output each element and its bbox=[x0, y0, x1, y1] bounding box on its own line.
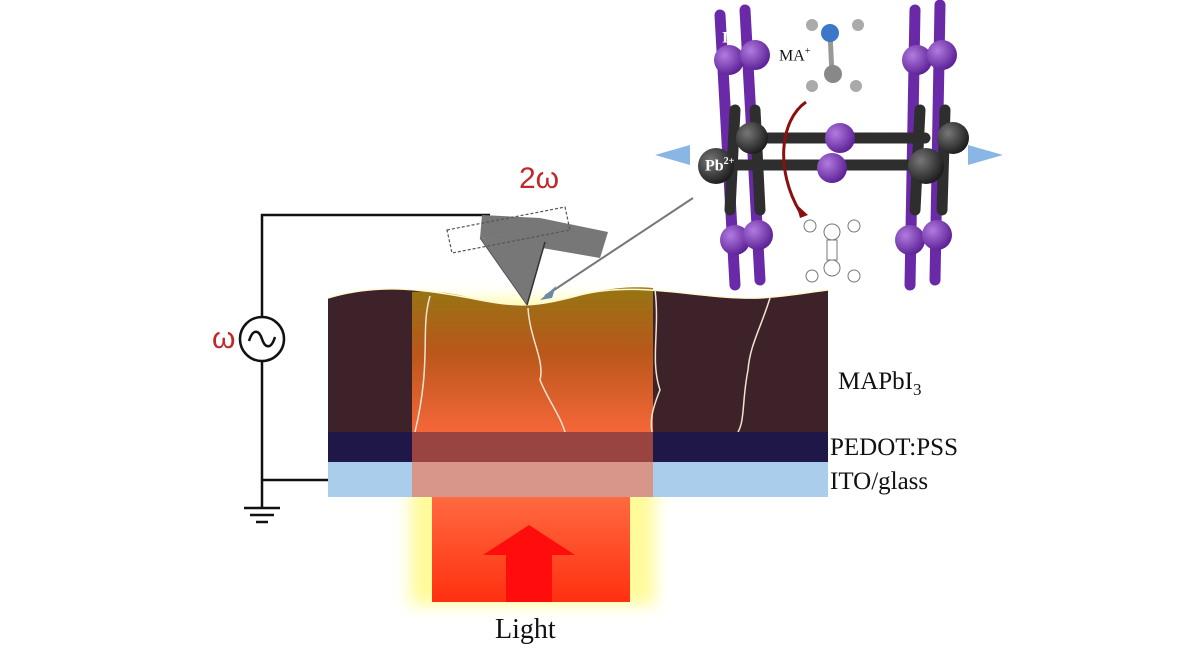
lead-superscript: 2+ bbox=[723, 156, 735, 167]
mapbi3-text: MAPbI bbox=[838, 368, 914, 395]
illuminated-region bbox=[412, 287, 653, 432]
mapbi3-subscript: 3 bbox=[913, 380, 922, 399]
two-omega-label: 2ω bbox=[519, 162, 560, 195]
ito-label: ITO/glass bbox=[830, 468, 929, 495]
light-label: Light bbox=[495, 614, 556, 645]
grain-boundaries bbox=[414, 289, 771, 433]
ground-icon bbox=[244, 506, 280, 524]
iodide-text: I bbox=[722, 29, 729, 47]
omega-label: ω bbox=[212, 322, 236, 355]
mapbi3-label: MAPbI3 bbox=[838, 368, 922, 400]
light-arrow-icon bbox=[483, 525, 575, 602]
afm-tip bbox=[446, 206, 608, 306]
lead-text: Pb bbox=[705, 157, 724, 175]
perovskite-crystal bbox=[655, 0, 1003, 291]
pedot-label: PEDOT:PSS bbox=[830, 434, 958, 461]
ma-label: MA+ bbox=[779, 46, 810, 65]
ma-text: MA bbox=[779, 47, 805, 65]
pointer-line bbox=[544, 197, 694, 297]
circuit bbox=[238, 213, 490, 524]
lead-label: Pb2+ bbox=[705, 156, 734, 175]
ac-source-icon bbox=[238, 315, 286, 363]
iodide-label: I− bbox=[722, 28, 734, 47]
iodide-superscript: − bbox=[728, 28, 734, 39]
ma-superscript: + bbox=[804, 46, 811, 57]
